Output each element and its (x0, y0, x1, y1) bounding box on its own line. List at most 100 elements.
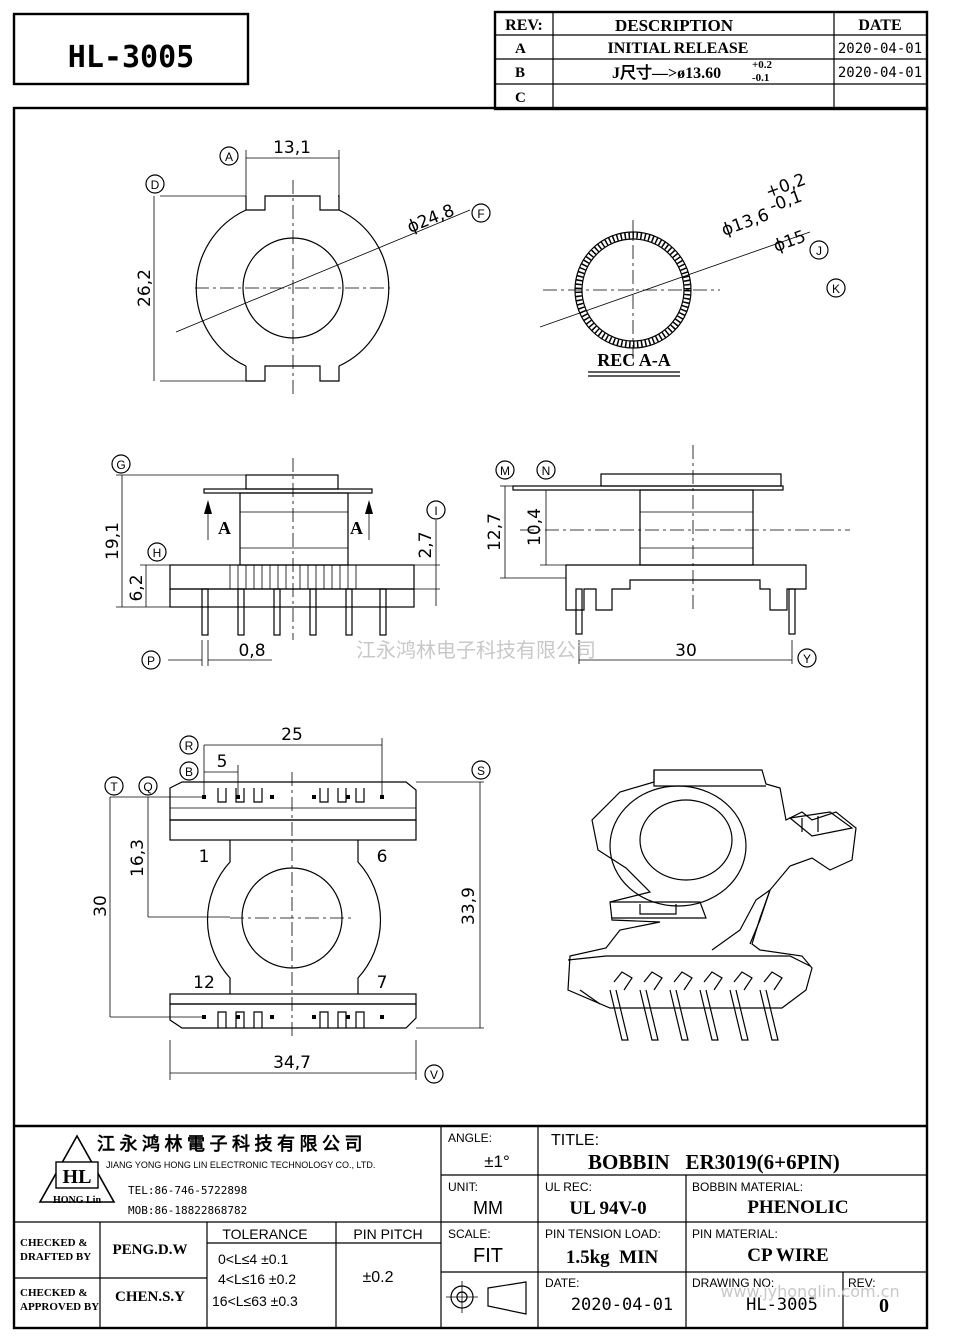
website: www.jyhonglin.com.cn (720, 1282, 899, 1301)
pin-number-7: 7 (377, 973, 388, 993)
dim-pin-span: 30 (675, 641, 697, 661)
front-view: 12,7 10,4 30 (485, 445, 850, 664)
drawing-frame (12, 106, 929, 1330)
dim-flange-gap: 2,7 (416, 531, 436, 558)
rev-value: 0 (879, 1295, 889, 1317)
rev-b-description: J尺寸—>ø13.60 (612, 63, 721, 82)
revision-table: REV: DESCRIPTION DATE A INITIAL RELEASE … (493, 10, 929, 111)
pin-pitch-value: ±0.2 (362, 1269, 393, 1286)
drawing-no-value: HL-3005 (746, 1295, 818, 1315)
rev-b: B (515, 65, 525, 81)
svg-text:Q: Q (143, 780, 152, 794)
marker-k: K (826, 278, 846, 298)
drawing-no-label: DRAWING NO: (692, 1276, 774, 1290)
tolerance-row-3: 16<L≤63 ±0.3 (212, 1293, 298, 1309)
scale-value: FIT (473, 1245, 503, 1267)
angle-label: ANGLE: (448, 1131, 492, 1145)
material-label: BOBBIN MATERIAL: (692, 1180, 803, 1194)
pin-number-12: 12 (193, 973, 215, 993)
marker-y: Y (797, 648, 817, 668)
unit-label: UNIT: (448, 1180, 478, 1194)
dim-pitch: 5 (217, 752, 228, 772)
rev-label: REV: (848, 1276, 876, 1290)
company-name-en: JIANG YONG HONG LIN ELECTRONIC TECHNOLOG… (106, 1160, 375, 1170)
dim-overall-height: 33,9 (459, 887, 479, 925)
svg-text:B: B (185, 765, 193, 779)
checked-drafted-label-1: CHECKED & (20, 1237, 88, 1249)
ul-label: UL REC: (545, 1180, 592, 1194)
date-header: DATE (858, 17, 901, 34)
dim-overall-width: 34,7 (273, 1053, 311, 1073)
date-label: DATE: (545, 1276, 579, 1290)
marker-h: H (147, 542, 167, 562)
company-logo: HL HONG Lin (38, 1134, 116, 1206)
rev-a-date: 2020-04-01 (838, 41, 922, 57)
company-mob: MOB:86-18822868782 (128, 1204, 247, 1217)
marker-m: M (495, 460, 515, 480)
marker-r: R (179, 735, 199, 755)
unit-value: MM (473, 1198, 503, 1218)
svg-text:G: G (116, 458, 125, 472)
svg-text:F: F (477, 207, 484, 221)
tolerance-label: TOLERANCE (222, 1226, 307, 1242)
description-header: DESCRIPTION (615, 16, 734, 35)
svg-text:A: A (225, 150, 233, 164)
checked-approved-label-1: CHECKED & (20, 1287, 88, 1299)
approved-by: CHEN.S.Y (115, 1289, 185, 1305)
tolerance-row-1: 0<L≤4 ±0.1 (218, 1251, 288, 1267)
rev-b-date: 2020-04-01 (838, 65, 922, 81)
marker-i: I (426, 500, 446, 520)
dim-top-width: 13,1 (273, 138, 311, 158)
marker-d: D (145, 174, 165, 194)
angle-value: ±1° (484, 1152, 510, 1171)
date-value: 2020-04-01 (571, 1295, 673, 1315)
title-label: TITLE: (551, 1132, 599, 1149)
dim-tube-dia: ϕ15 (771, 227, 809, 257)
svg-text:I: I (434, 504, 437, 518)
marker-a: A (219, 146, 239, 166)
section-view: ϕ13,6 +0,2 -0,1 ϕ15 REC A-A (539, 170, 811, 377)
dim-overall-row: 30 (91, 895, 111, 917)
company-tel: TEL:86-746-5722898 (128, 1184, 247, 1197)
isometric-view (567, 769, 857, 1041)
side-view: A A 19,1 6,2 2,7 0,8 (103, 458, 440, 666)
checked-approved-label-2: APPROVED BY (20, 1301, 99, 1313)
material-value: PHENOLIC (747, 1197, 848, 1218)
dim-pin-width: 0,8 (238, 641, 265, 661)
rev-header: REV: (505, 17, 543, 34)
marker-b: B (179, 761, 199, 781)
dim-center-height: 16,3 (128, 839, 148, 877)
svg-text:Y: Y (803, 652, 811, 666)
pin-number-6: 6 (377, 847, 388, 867)
dim-inner-dia: ϕ13,6 (719, 205, 772, 241)
marker-p: P (141, 650, 161, 670)
rev-b-tol-upper: +0.2 (752, 59, 773, 71)
svg-text:D: D (151, 178, 160, 192)
drafted-by: PENG.D.W (113, 1242, 188, 1258)
rev-b-tol-lower: -0.1 (752, 72, 769, 84)
title-value: BOBBIN ER3019(6+6PIN) (588, 1150, 840, 1174)
svg-text:P: P (147, 654, 155, 668)
section-arrow-right: A (350, 518, 363, 538)
checked-drafted-label-2: DRAFTED BY (20, 1251, 91, 1263)
svg-text:N: N (542, 464, 551, 478)
top-view: 13,1 26,2 ϕ24,8 (135, 138, 471, 395)
svg-text:J: J (816, 244, 822, 258)
company-name-cn: 江 永 鸿 林 電 子 科 技 有 限 公 司 (97, 1133, 363, 1154)
logo-text: HL (63, 1166, 92, 1188)
marker-v: V (424, 1064, 444, 1084)
dim-base-height: 6,2 (127, 574, 147, 601)
dim-side-height: 19,1 (103, 522, 123, 560)
svg-text:S: S (477, 764, 485, 778)
ul-value: UL 94V-0 (569, 1198, 646, 1219)
dim-winding-height: 10,4 (525, 508, 545, 546)
section-label: REC A-A (597, 350, 671, 370)
marker-t: T (104, 776, 124, 796)
marker-s: S (471, 760, 491, 780)
watermark: 江永鸿林电子科技有限公司 (356, 638, 596, 662)
logo-subtext: HONG Lin (53, 1195, 102, 1206)
dim-outer-dia: ϕ24,8 (404, 201, 457, 238)
rev-a-description: INITIAL RELEASE (608, 40, 749, 57)
marker-q: Q (138, 776, 158, 796)
reference-markers: A D F J K G H I M N P Y R B T Q S V (104, 146, 846, 1084)
